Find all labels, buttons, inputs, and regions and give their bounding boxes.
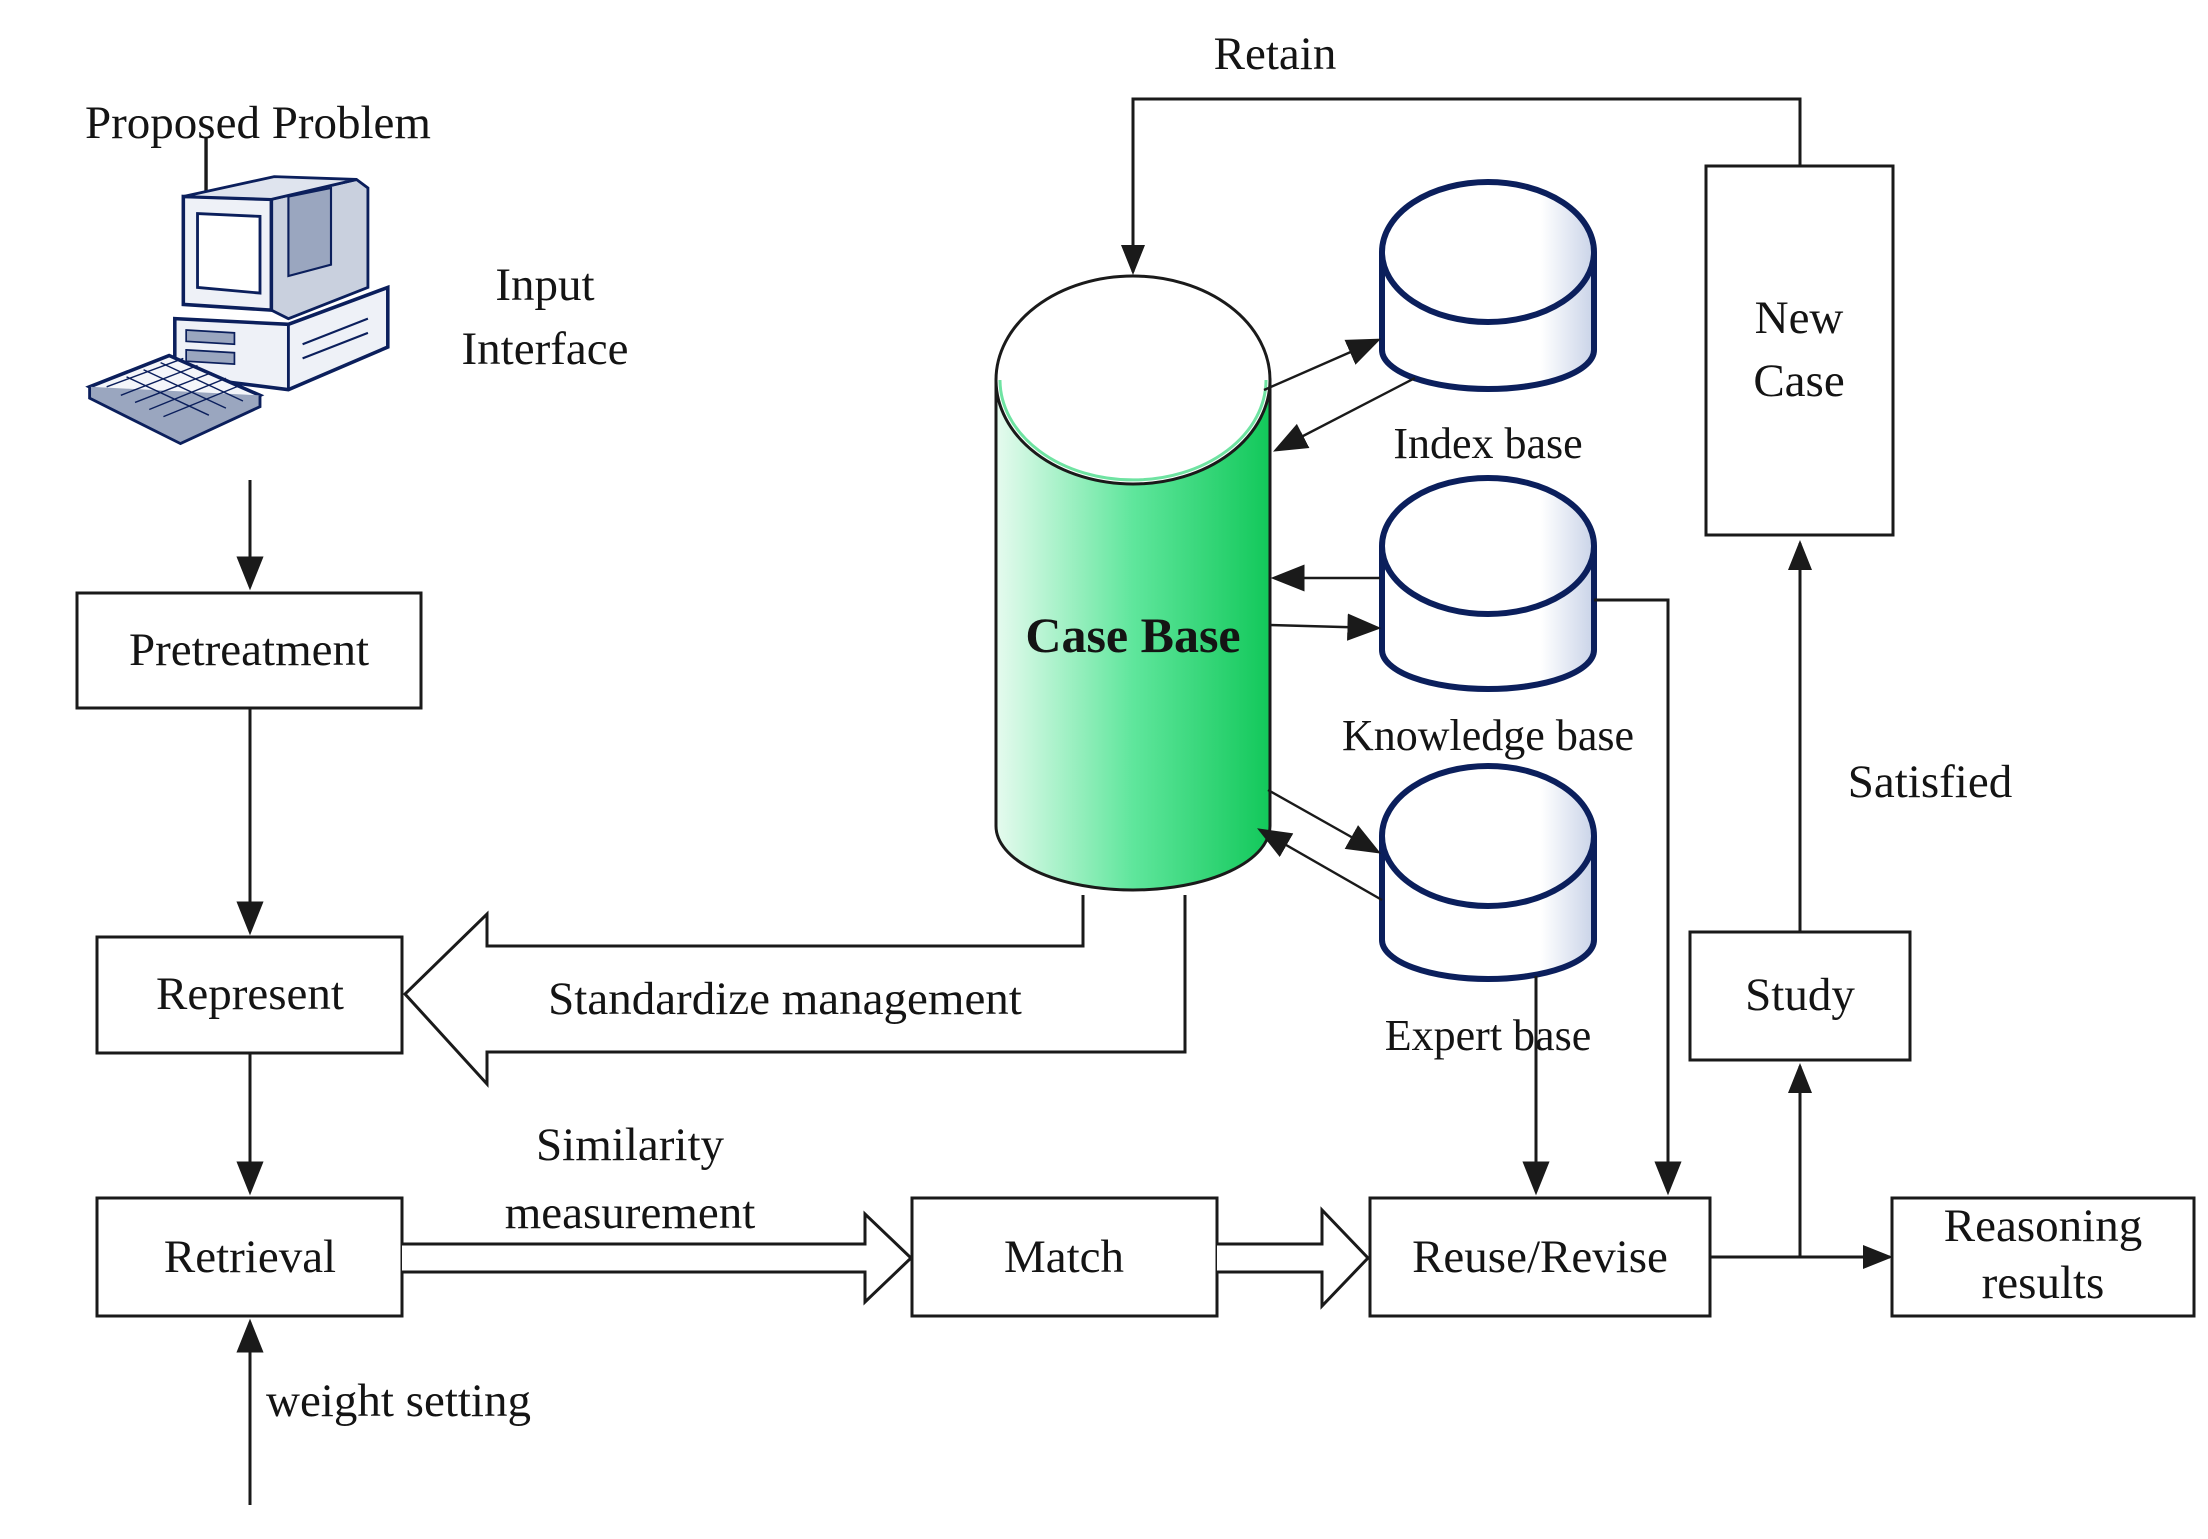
pretreatment-label: Pretreatment xyxy=(129,624,369,676)
match-to-reuse-arrow xyxy=(1217,1206,1371,1310)
represent-box: Represent xyxy=(95,935,404,1055)
casebase-to-knowledge-arrow xyxy=(1269,613,1382,641)
case-base-label: Case Base xyxy=(1025,607,1240,663)
study-label: Study xyxy=(1745,969,1855,1021)
casebase-to-expert-arrow xyxy=(1267,788,1381,854)
retrieval-label: Retrieval xyxy=(164,1231,336,1283)
input-interface-label-line2: Interface xyxy=(462,323,629,375)
reasoning-results-box: Reasoning results xyxy=(1890,1196,2196,1318)
reuse-revise-box: Reuse/Revise xyxy=(1368,1196,1712,1318)
new-case-box: New Case xyxy=(1704,164,1895,537)
match-box: Match xyxy=(910,1196,1219,1318)
knowledge-base-cylinder xyxy=(1379,475,1597,692)
expert-to-casebase-arrow xyxy=(1257,828,1383,902)
weight-setting-label: weight setting xyxy=(266,1375,531,1427)
reasoning-results-label-line1: Reasoning xyxy=(1944,1200,2142,1252)
proposed-problem-label: Proposed Problem xyxy=(85,97,431,149)
knowledge-to-reuse-arrow xyxy=(1594,598,1682,1196)
standardize-management-label: Standardize management xyxy=(548,973,1022,1025)
standardize-management-arrow xyxy=(402,895,1187,1088)
satisfied-label: Satisfied xyxy=(1848,756,2012,808)
index-to-casebase-arrow xyxy=(1272,376,1416,452)
computer-icon xyxy=(85,136,390,446)
retain-arrow xyxy=(1121,97,1802,275)
study-box: Study xyxy=(1688,930,1912,1062)
expert-base-cylinder xyxy=(1379,763,1597,982)
index-base-cylinder xyxy=(1379,179,1597,392)
retain-label: Retain xyxy=(1214,28,1337,80)
similarity-label-line2: measurement xyxy=(505,1187,756,1239)
new-case-label-line1: New xyxy=(1755,292,1844,344)
match-label: Match xyxy=(1004,1231,1124,1283)
expert-base-label: Expert base xyxy=(1385,1011,1591,1060)
case-base-cylinder: Case Base xyxy=(994,274,1272,892)
similarity-label-line1: Similarity xyxy=(536,1119,725,1171)
input-interface-label-line1: Input xyxy=(495,259,594,311)
casebase-to-index-arrow xyxy=(1263,338,1382,392)
new-case-label-line2: Case xyxy=(1753,355,1844,407)
pretreatment-box: Pretreatment xyxy=(75,591,423,710)
reasoning-results-label-line2: results xyxy=(1982,1257,2105,1309)
retrieval-box: Retrieval xyxy=(95,1196,404,1318)
knowledge-base-label: Knowledge base xyxy=(1342,711,1634,760)
index-base-label: Index base xyxy=(1393,419,1582,468)
reuse-revise-label: Reuse/Revise xyxy=(1412,1231,1668,1283)
represent-label: Represent xyxy=(156,968,344,1020)
